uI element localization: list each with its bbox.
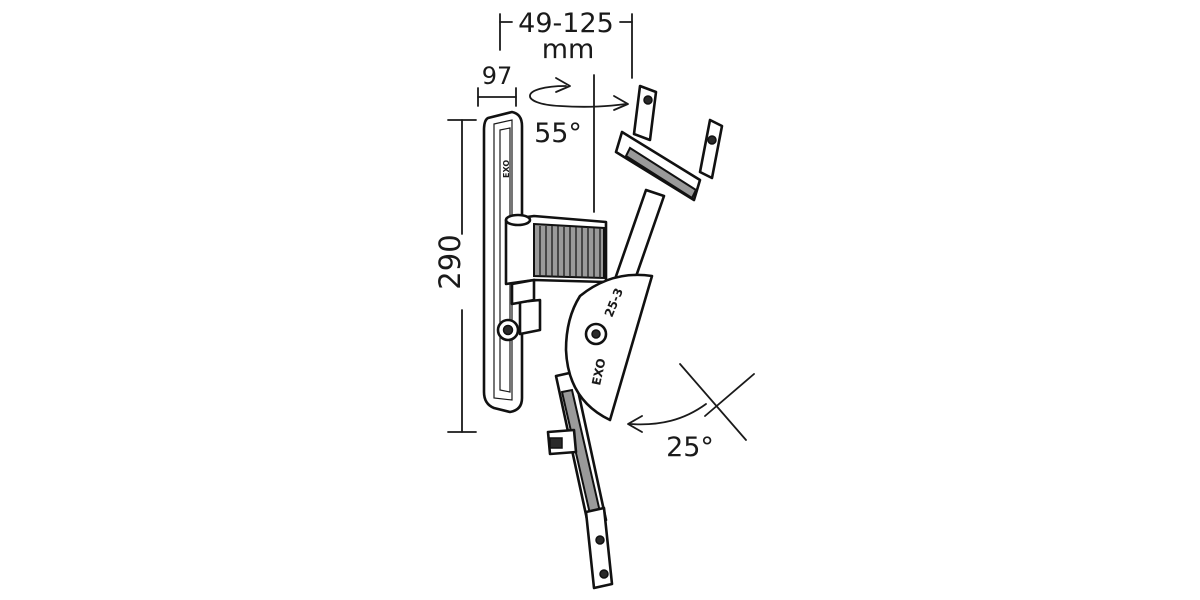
vesa-dimension: 49-125 mm [499,8,633,79]
joint-logo: EXO [589,357,608,387]
swivel-arrow-icon [555,77,571,93]
arm-ribs [539,226,601,278]
vesa-unit-label: mm [542,34,595,65]
height-dimension: 290 [433,119,477,433]
swivel-arm [504,213,608,306]
tilt-arrow-icon [627,415,643,433]
depth-label: 97 [482,62,513,90]
wall-plate-logo: EXO [502,160,511,178]
depth-dimension: 97 [477,62,517,107]
swivel-angle-label: 55° [534,118,582,149]
tilt-angle-label: 25° [666,432,714,463]
tilt-head: EXO 25-3 [546,84,724,590]
tilt-indicator: 25° [627,363,755,463]
vesa-range-label: 49-125 [518,8,614,39]
swivel-indicator: 55° [529,74,629,213]
height-label: 290 [433,234,467,289]
